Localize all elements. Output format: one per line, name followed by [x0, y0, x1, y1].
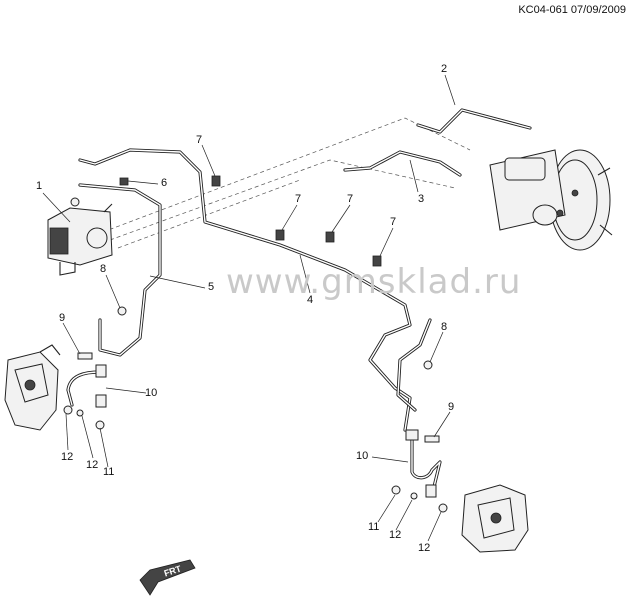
callout-7: 7 [295, 193, 302, 205]
callout-7: 7 [196, 134, 203, 146]
front-orientation-arrow [139, 559, 196, 596]
callout-9: 9 [59, 312, 66, 324]
right-flex-hose [117, 306, 448, 513]
callout-12: 12 [418, 542, 431, 554]
callout-7: 7 [347, 193, 354, 205]
watermark-text: www.gmsklad.ru [226, 262, 522, 302]
callout-12: 12 [389, 529, 402, 541]
callout-9: 9 [448, 401, 455, 413]
callout-7: 7 [390, 216, 397, 228]
callout-12: 12 [86, 459, 99, 471]
callout-10: 10 [145, 387, 158, 399]
callout-4: 4 [307, 294, 314, 306]
callout-8: 8 [441, 321, 448, 333]
callout-11: 11 [103, 466, 115, 478]
callout-3: 3 [418, 193, 425, 205]
callout-leaders [42, 74, 456, 542]
abs-modulator-unit [47, 197, 113, 276]
callout-6: 6 [161, 177, 168, 189]
callout-5: 5 [208, 281, 215, 293]
left-flex-hose [63, 352, 107, 430]
callout-10: 10 [356, 450, 369, 462]
callout-12: 12 [61, 451, 74, 463]
callout-11: 11 [368, 521, 380, 533]
right-brake-caliper [461, 484, 529, 553]
reference-dashed-lines [102, 117, 471, 249]
figure-code: KC04-061 07/09/2009 [518, 4, 626, 16]
callout-2: 2 [441, 63, 448, 75]
pipe-clips [119, 175, 382, 267]
callout-1: 1 [36, 180, 43, 192]
brake-booster-assembly [489, 149, 613, 251]
left-brake-caliper [4, 344, 61, 431]
callout-8: 8 [100, 263, 107, 275]
brake-pipes [78, 108, 532, 432]
